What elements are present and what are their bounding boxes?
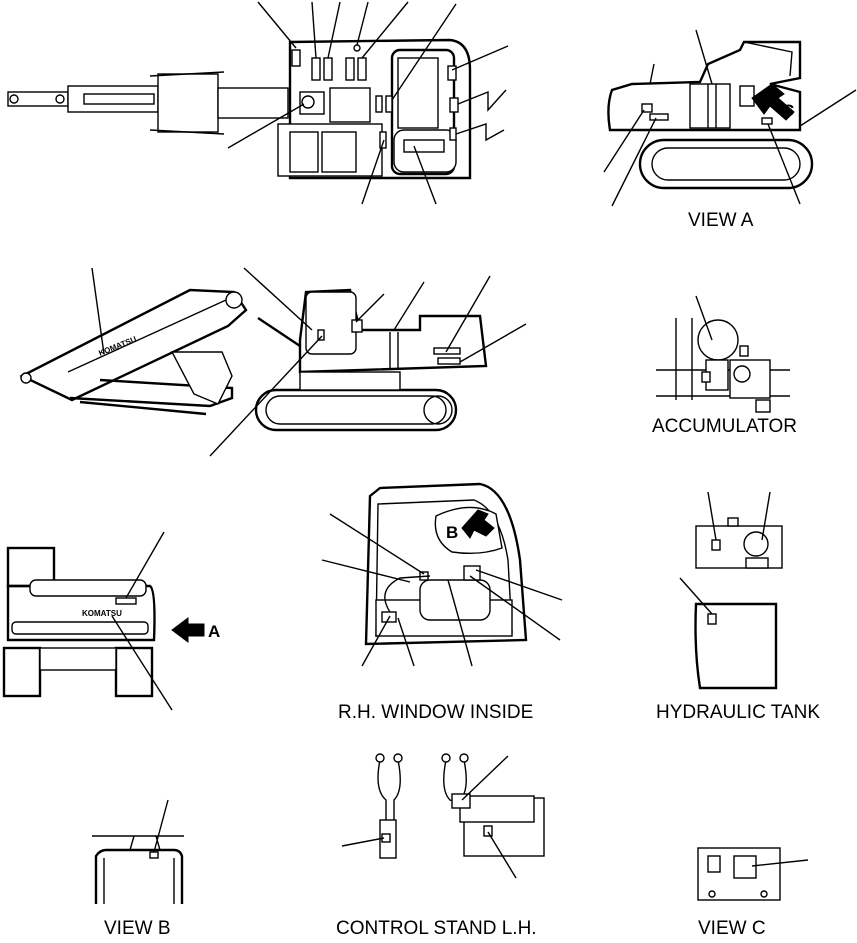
view-a-figure: C VIEW A	[603, 29, 857, 231]
hydraulic-tank-figure: HYDRAULIC TANK	[656, 491, 820, 723]
excavator-rear-view: KOMATSU A	[2, 531, 220, 711]
view-a-caption: VIEW A	[688, 210, 754, 231]
view-c-figure: VIEW C	[697, 847, 809, 939]
accumulator-figure: ACCUMULATOR	[652, 295, 797, 437]
control-stand-caption: CONTROL STAND L.H.	[336, 918, 537, 938]
rh-window-inside-figure: B R.H. WINDOW INSIDE	[321, 482, 563, 723]
rh-window-caption: R.H. WINDOW INSIDE	[338, 702, 533, 723]
excavator-top-view	[7, 1, 509, 205]
accumulator-caption: ACCUMULATOR	[652, 416, 797, 437]
hydraulic-tank-caption: HYDRAULIC TANK	[656, 702, 820, 723]
marker-b-label: B	[446, 523, 458, 542]
marker-a-label: A	[208, 622, 220, 641]
control-stand-lh-figure: CONTROL STAND L.H.	[336, 753, 545, 939]
view-c-caption: VIEW C	[698, 918, 766, 938]
view-b-figure: VIEW B	[92, 799, 184, 939]
rear-brand-text: KOMATSU	[82, 609, 122, 618]
view-b-caption: VIEW B	[104, 918, 171, 938]
marker-c-label: C	[782, 101, 794, 120]
excavator-side-view: KOMATSU	[19, 267, 527, 457]
